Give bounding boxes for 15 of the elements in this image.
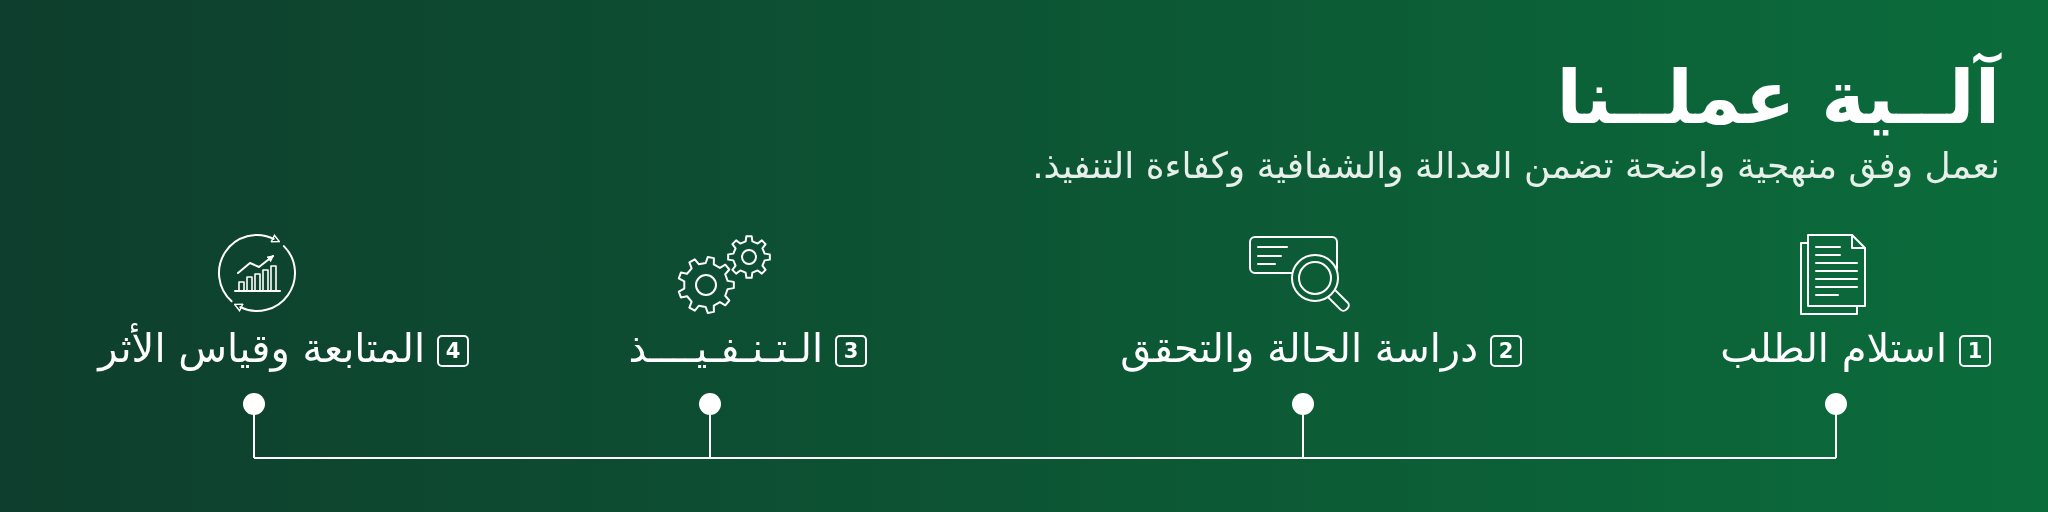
step-label: دراسة الحالة والتحقق (1120, 324, 1478, 373)
number-badge: 2 (1490, 335, 1522, 367)
timeline-dot (699, 393, 721, 415)
step-label: الـتـنـفـيــــذ (628, 324, 823, 373)
number-badge: 1 (1959, 335, 1991, 367)
timeline-line (253, 414, 1837, 459)
step-label: استلام الطلب (1720, 324, 1947, 373)
timeline-dot (1825, 393, 1847, 415)
subtitle: نعمل وفق منهجية واضحة تضمن العدالة والشفافية وكفاءة التنفيذ. (1032, 143, 2000, 188)
timeline-dot (243, 393, 265, 415)
number-badge: 4 (437, 335, 469, 367)
step-label: المتابعة وقياس الأثر (98, 324, 425, 373)
number-badge: 3 (835, 335, 867, 367)
title: آلــية عملــنا (1556, 53, 2000, 142)
timeline-dot (1292, 393, 1314, 415)
